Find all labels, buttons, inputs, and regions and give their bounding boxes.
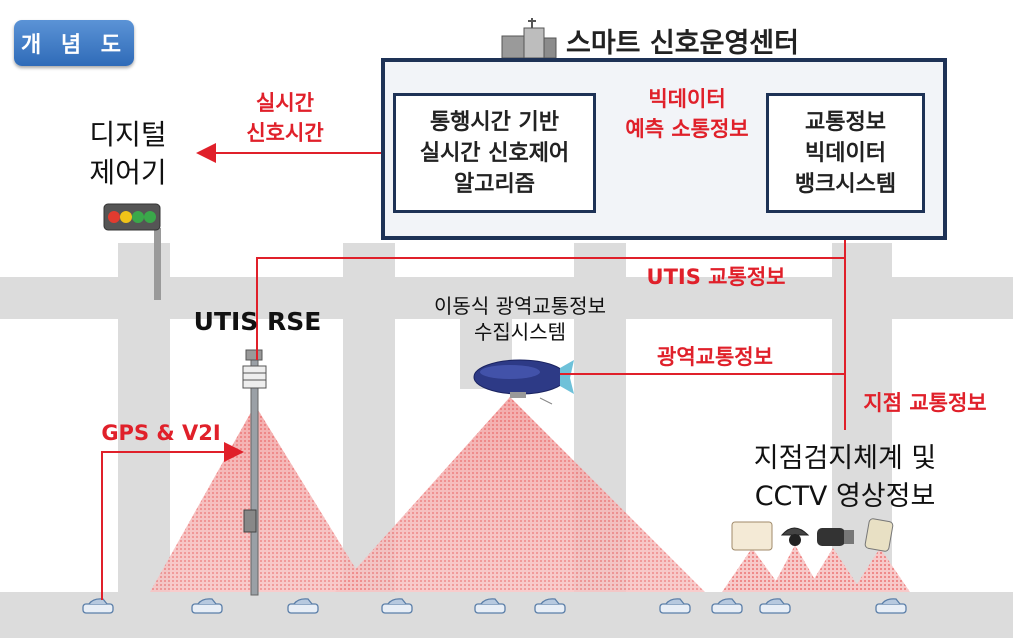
gps-v2i-label: GPS & V2I	[101, 421, 221, 445]
realtime-signal-label: 실시간 신호시간	[225, 88, 345, 148]
algorithm-line-3: 알고리즘	[454, 171, 535, 197]
bank-line-3: 뱅크시스템	[794, 171, 897, 197]
realtime-signal-line-1: 실시간	[256, 91, 314, 115]
utis-traffic-label: UTIS 교통정보	[646, 265, 786, 289]
airship-icon	[473, 359, 574, 405]
digital-controller-label: 디지털 제어기	[78, 116, 178, 192]
bigdata-forecast-line-1: 빅데이터	[648, 87, 726, 111]
algorithm-line-1: 통행시간 기반	[429, 109, 560, 135]
utis-rse-label: UTIS RSE	[193, 307, 322, 336]
center-title-text: 스마트 신호운영센터	[566, 27, 799, 59]
bank-line-1: 교통정보	[805, 109, 886, 135]
mobile-system-label: 이동식 광역교통정보 수집시스템	[420, 293, 620, 345]
bigdata-forecast-line-2: 예측 소통정보	[625, 117, 749, 141]
concept-badge: 개 념 도	[14, 20, 134, 66]
algorithm-box: 통행시간 기반 실시간 신호제어 알고리즘	[393, 93, 596, 213]
wide-traffic-label: 광역교통정보	[657, 345, 773, 369]
rse-pole-icon	[242, 349, 267, 596]
car-icons	[82, 598, 907, 614]
detection-system-label: 지점검지체계 및 CCTV 영상정보	[720, 440, 970, 516]
detection-system-line-2: CCTV 영상정보	[754, 481, 936, 512]
sensor-icons	[731, 518, 894, 552]
mobile-system-line-1: 이동식 광역교통정보	[434, 294, 606, 318]
airship-coverage-cone	[335, 397, 705, 592]
point-detector-cones	[722, 545, 910, 592]
point-traffic-label: 지점 교통정보	[863, 391, 987, 415]
rse-coverage-cone	[150, 405, 370, 592]
realtime-signal-line-2: 신호시간	[246, 121, 324, 145]
digital-controller-line-1: 디지털	[89, 118, 167, 151]
digital-controller-line-2: 제어기	[89, 156, 167, 189]
bigdata-forecast-label: 빅데이터 예측 소통정보	[612, 84, 762, 144]
bigdata-bank-box: 교통정보 빅데이터 뱅크시스템	[766, 93, 925, 213]
traffic-light-icon	[103, 203, 161, 300]
algorithm-line-2: 실시간 신호제어	[419, 140, 570, 166]
mobile-system-line-2: 수집시스템	[474, 320, 566, 344]
bank-line-2: 빅데이터	[805, 140, 886, 166]
detection-system-line-1: 지점검지체계 및	[753, 443, 937, 474]
center-title: 스마트 신호운영센터	[498, 20, 799, 60]
